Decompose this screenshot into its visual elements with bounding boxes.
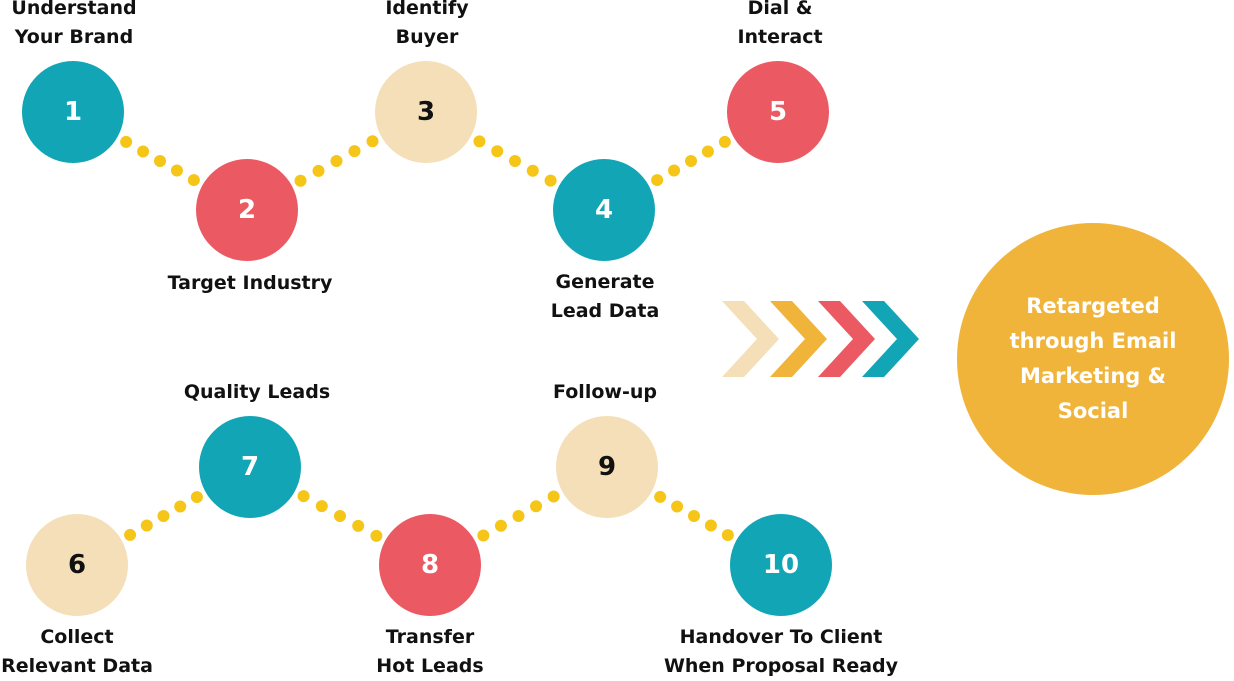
connector-dot: [157, 510, 170, 522]
step-10-circle: 10: [730, 514, 832, 616]
step-5-label: Dial &Interact: [737, 0, 823, 48]
connector-dot: [352, 519, 365, 532]
step-2-label: Target Industry: [167, 272, 333, 294]
step-1-circle: 1: [22, 61, 124, 163]
step-6-circle: 6: [26, 514, 128, 616]
connector-dot: [124, 528, 137, 541]
step-4-circle: 4: [553, 159, 655, 261]
connector-dot: [297, 490, 310, 503]
connector-dot: [366, 135, 379, 148]
connector-dot: [547, 490, 560, 503]
connector-dot: [685, 155, 697, 167]
connector-dot: [654, 490, 667, 503]
outcome-text: Retargeted through Email Marketing & Soc…: [1009, 294, 1177, 423]
connector-dot: [348, 145, 361, 158]
step-5-circle: 5: [727, 61, 829, 163]
step-9-circle: 9: [556, 416, 658, 518]
connector-dot: [701, 145, 714, 158]
connector-dot: [174, 500, 187, 513]
step-8-circle: 8: [379, 514, 481, 616]
connector-dot: [330, 155, 343, 167]
connector-dot: [721, 529, 734, 542]
connector-dot: [491, 145, 504, 158]
connector-dot: [526, 164, 539, 177]
connector-dot: [190, 491, 203, 504]
connector-dot: [704, 519, 717, 532]
connector-dot: [688, 510, 700, 522]
connector-dot: [668, 164, 681, 177]
connector-dot: [137, 145, 150, 158]
connector-dot: [312, 164, 325, 177]
connector-dot: [512, 510, 525, 522]
step-7-circle: 7: [199, 416, 301, 518]
connector-dot: [477, 529, 490, 542]
chevron-right-icon: [818, 301, 875, 377]
connector-dot: [315, 500, 328, 513]
connector-dot: [370, 529, 383, 542]
connector-dot: [154, 155, 166, 167]
connector-dot: [530, 500, 543, 513]
connector-dot: [718, 135, 731, 148]
chevron-right-icon: [770, 301, 827, 377]
chevron-right-icon: [722, 301, 779, 377]
outcome-circle: Retargeted through Email Marketing & Soc…: [957, 223, 1229, 495]
connector-dot: [473, 135, 486, 148]
connector-dot: [334, 510, 346, 522]
connector-dot: [120, 135, 133, 148]
connector-dot: [187, 174, 200, 187]
connector-dot: [494, 519, 507, 532]
connector-dot: [671, 500, 684, 513]
step-2-circle: 2: [196, 159, 298, 261]
step-7-label: Quality Leads: [183, 381, 331, 403]
step-9-label: Follow-up: [553, 381, 657, 403]
chevron-arrows: [722, 301, 919, 377]
step-3-circle: 3: [375, 61, 477, 163]
connector-dot: [651, 174, 664, 187]
connector-dot: [544, 174, 557, 187]
connector-dot: [140, 519, 153, 532]
connector-dot: [509, 155, 521, 167]
chevron-right-icon: [862, 301, 919, 377]
connector-dot: [170, 164, 183, 177]
connector-dot: [294, 174, 307, 187]
